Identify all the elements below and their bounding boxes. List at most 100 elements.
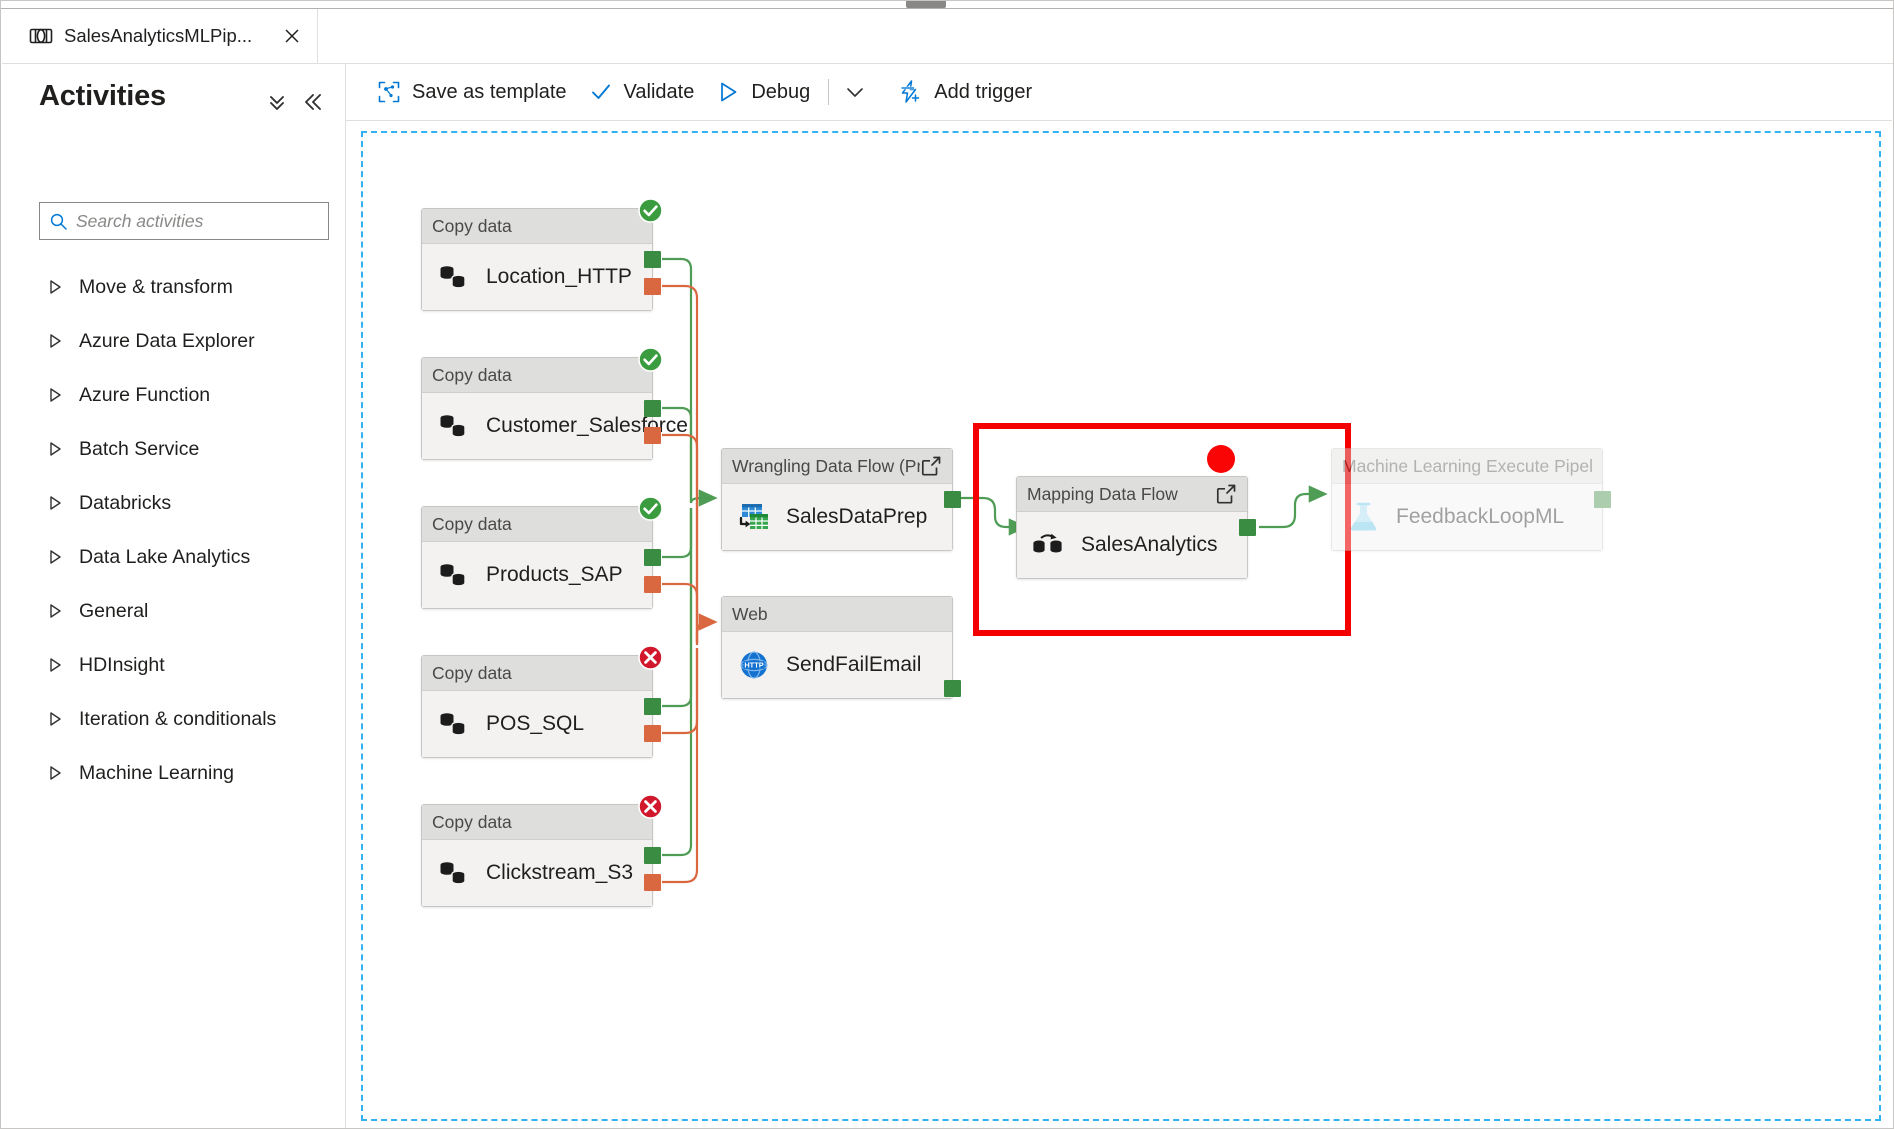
chevron-double-left-icon[interactable] [299,89,325,115]
tab-pipeline[interactable]: SalesAnalyticsMLPip... [15,9,318,63]
close-icon[interactable] [281,25,303,47]
status-badge-success [637,197,664,224]
page-title: Activities [39,80,166,112]
category-move-transform[interactable]: Move & transform [2,260,345,314]
node-clickstream-s3[interactable]: Copy data [421,794,663,907]
save-as-template-button[interactable]: Save as template [366,72,578,112]
category-label: Azure Data Explorer [79,329,255,352]
wrangling-data-flow-icon [734,501,774,533]
debug-label: Debug [751,80,811,103]
success-port[interactable] [1239,519,1256,536]
node-feedbackloopml[interactable]: Machine Learning Execute Pipeline Feedba… [1331,448,1611,551]
add-trigger-button[interactable]: Add trigger [886,72,1043,112]
pipeline-canvas[interactable]: Copy data [361,131,1881,1121]
category-iteration-conditionals[interactable]: Iteration & conditionals [2,692,345,746]
node-body: Products_SAP [422,542,652,608]
node-body: POS_SQL [422,691,652,757]
node-header: Mapping Data Flow [1017,477,1247,512]
node-body: SalesDataPrep [722,484,952,550]
node-location-http[interactable]: Copy data [421,198,663,311]
success-port[interactable] [644,251,661,268]
tab-label: SalesAnalyticsMLPip... [64,25,253,46]
failure-port[interactable] [644,427,661,444]
node-type-label: Web [732,603,768,624]
activities-panel: Activities [2,64,346,1128]
success-port[interactable] [644,549,661,566]
mapping-data-flow-icon [1029,530,1069,560]
validate-button[interactable]: Validate [578,72,706,112]
node-type-label: Wrangling Data Flow (Preview) [732,455,920,476]
save-as-template-label: Save as template [412,80,567,103]
success-port[interactable] [944,680,961,697]
node-header: Copy data [422,496,663,542]
search-box[interactable] [39,202,329,240]
node-type-label: Copy data [432,513,512,534]
success-port[interactable] [1594,491,1611,508]
success-port[interactable] [944,491,961,508]
category-label: Iteration & conditionals [79,707,277,730]
attention-dot-badge [1207,445,1235,473]
search-input[interactable] [76,210,319,232]
status-badge-success [637,495,664,522]
copy-data-icon [434,560,474,590]
node-header: Copy data [422,198,663,244]
category-batch-service[interactable]: Batch Service [2,422,345,476]
node-name-label: SendFailEmail [786,653,922,676]
node-header: Copy data [422,347,663,393]
node-body: Location_HTTP [422,244,652,310]
node-pos-sql[interactable]: Copy data [421,645,663,758]
success-port[interactable] [644,698,661,715]
chevron-right-icon [48,549,63,565]
node-name-label: Customer_Salesforce [486,414,688,437]
category-label: Machine Learning [79,761,235,784]
node-salesanalytics[interactable]: Mapping Data Flow [1016,476,1256,579]
window-drag-grip[interactable] [906,1,946,8]
node-type-label: Copy data [432,364,512,385]
node-body: FeedbackLoopML [1332,484,1602,550]
category-data-lake-analytics[interactable]: Data Lake Analytics [2,530,345,584]
open-in-new-icon[interactable] [1215,483,1237,505]
failure-port[interactable] [644,278,661,295]
category-general[interactable]: General [2,584,345,638]
chevron-right-icon [48,711,63,727]
node-name-label: SalesDataPrep [786,505,928,528]
failure-port[interactable] [644,725,661,742]
svg-text:HTTP: HTTP [744,661,763,670]
open-in-new-icon[interactable] [920,455,942,477]
node-products-sap[interactable]: Copy data [421,496,663,609]
node-name-label: SalesAnalytics [1081,533,1218,556]
status-badge-error [637,793,664,820]
tab-strip: SalesAnalyticsMLPip... [2,9,1893,64]
debug-button[interactable]: Debug [705,72,821,112]
tab-strip-empty-area [318,9,1893,63]
category-label: Move & transform [79,275,233,298]
save-as-template-icon [377,80,401,104]
failure-port[interactable] [644,576,661,593]
node-sendfailemail[interactable]: Web HTTP SendFailEmail [721,596,961,699]
copy-data-icon [434,262,474,292]
failure-port[interactable] [644,874,661,891]
copy-data-icon [434,709,474,739]
category-label: Azure Function [79,383,211,406]
node-salesdataprep[interactable]: Wrangling Data Flow (Preview) [721,448,961,551]
category-azure-function[interactable]: Azure Function [2,368,345,422]
node-name-label: Location_HTTP [486,265,632,288]
category-machine-learning[interactable]: Machine Learning [2,746,345,800]
category-hdinsight[interactable]: HDInsight [2,638,345,692]
node-type-label: Copy data [432,811,512,832]
activities-header: Activities [2,64,345,126]
success-port[interactable] [644,400,661,417]
chevron-down-icon[interactable] [836,73,874,111]
node-header: Machine Learning Execute Pipeline [1332,449,1602,484]
chevron-right-icon [48,441,63,457]
category-azure-data-explorer[interactable]: Azure Data Explorer [2,314,345,368]
status-badge-error [637,644,664,671]
node-customer-salesforce[interactable]: Copy data [421,347,688,460]
web-http-icon: HTTP [734,649,774,681]
success-port[interactable] [644,847,661,864]
category-databricks[interactable]: Databricks [2,476,345,530]
node-name-label: Clickstream_S3 [486,861,634,884]
copy-data-icon [434,858,474,888]
chevron-double-down-icon[interactable] [264,89,290,115]
pipeline-icon [29,26,53,46]
